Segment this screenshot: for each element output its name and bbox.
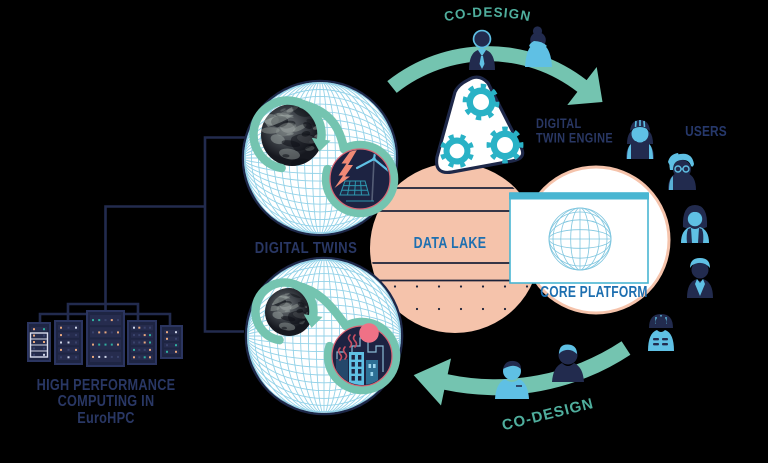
svg-text:CO-DESIGN: CO-DESIGN [443, 5, 533, 25]
svg-text:DIGITAL: DIGITAL [536, 116, 582, 132]
svg-text:CORE PLATFORM: CORE PLATFORM [540, 283, 647, 301]
svg-text:DATA LAKE: DATA LAKE [414, 234, 487, 252]
svg-text:COMPUTING IN: COMPUTING IN [58, 393, 155, 410]
svg-text:HIGH PERFORMANCE: HIGH PERFORMANCE [37, 377, 176, 394]
svg-text:EuroHPC: EuroHPC [77, 410, 134, 427]
svg-text:DIGITAL TWINS: DIGITAL TWINS [255, 240, 357, 257]
svg-text:USERS: USERS [685, 123, 727, 139]
svg-text:TWIN ENGINE: TWIN ENGINE [536, 130, 613, 146]
